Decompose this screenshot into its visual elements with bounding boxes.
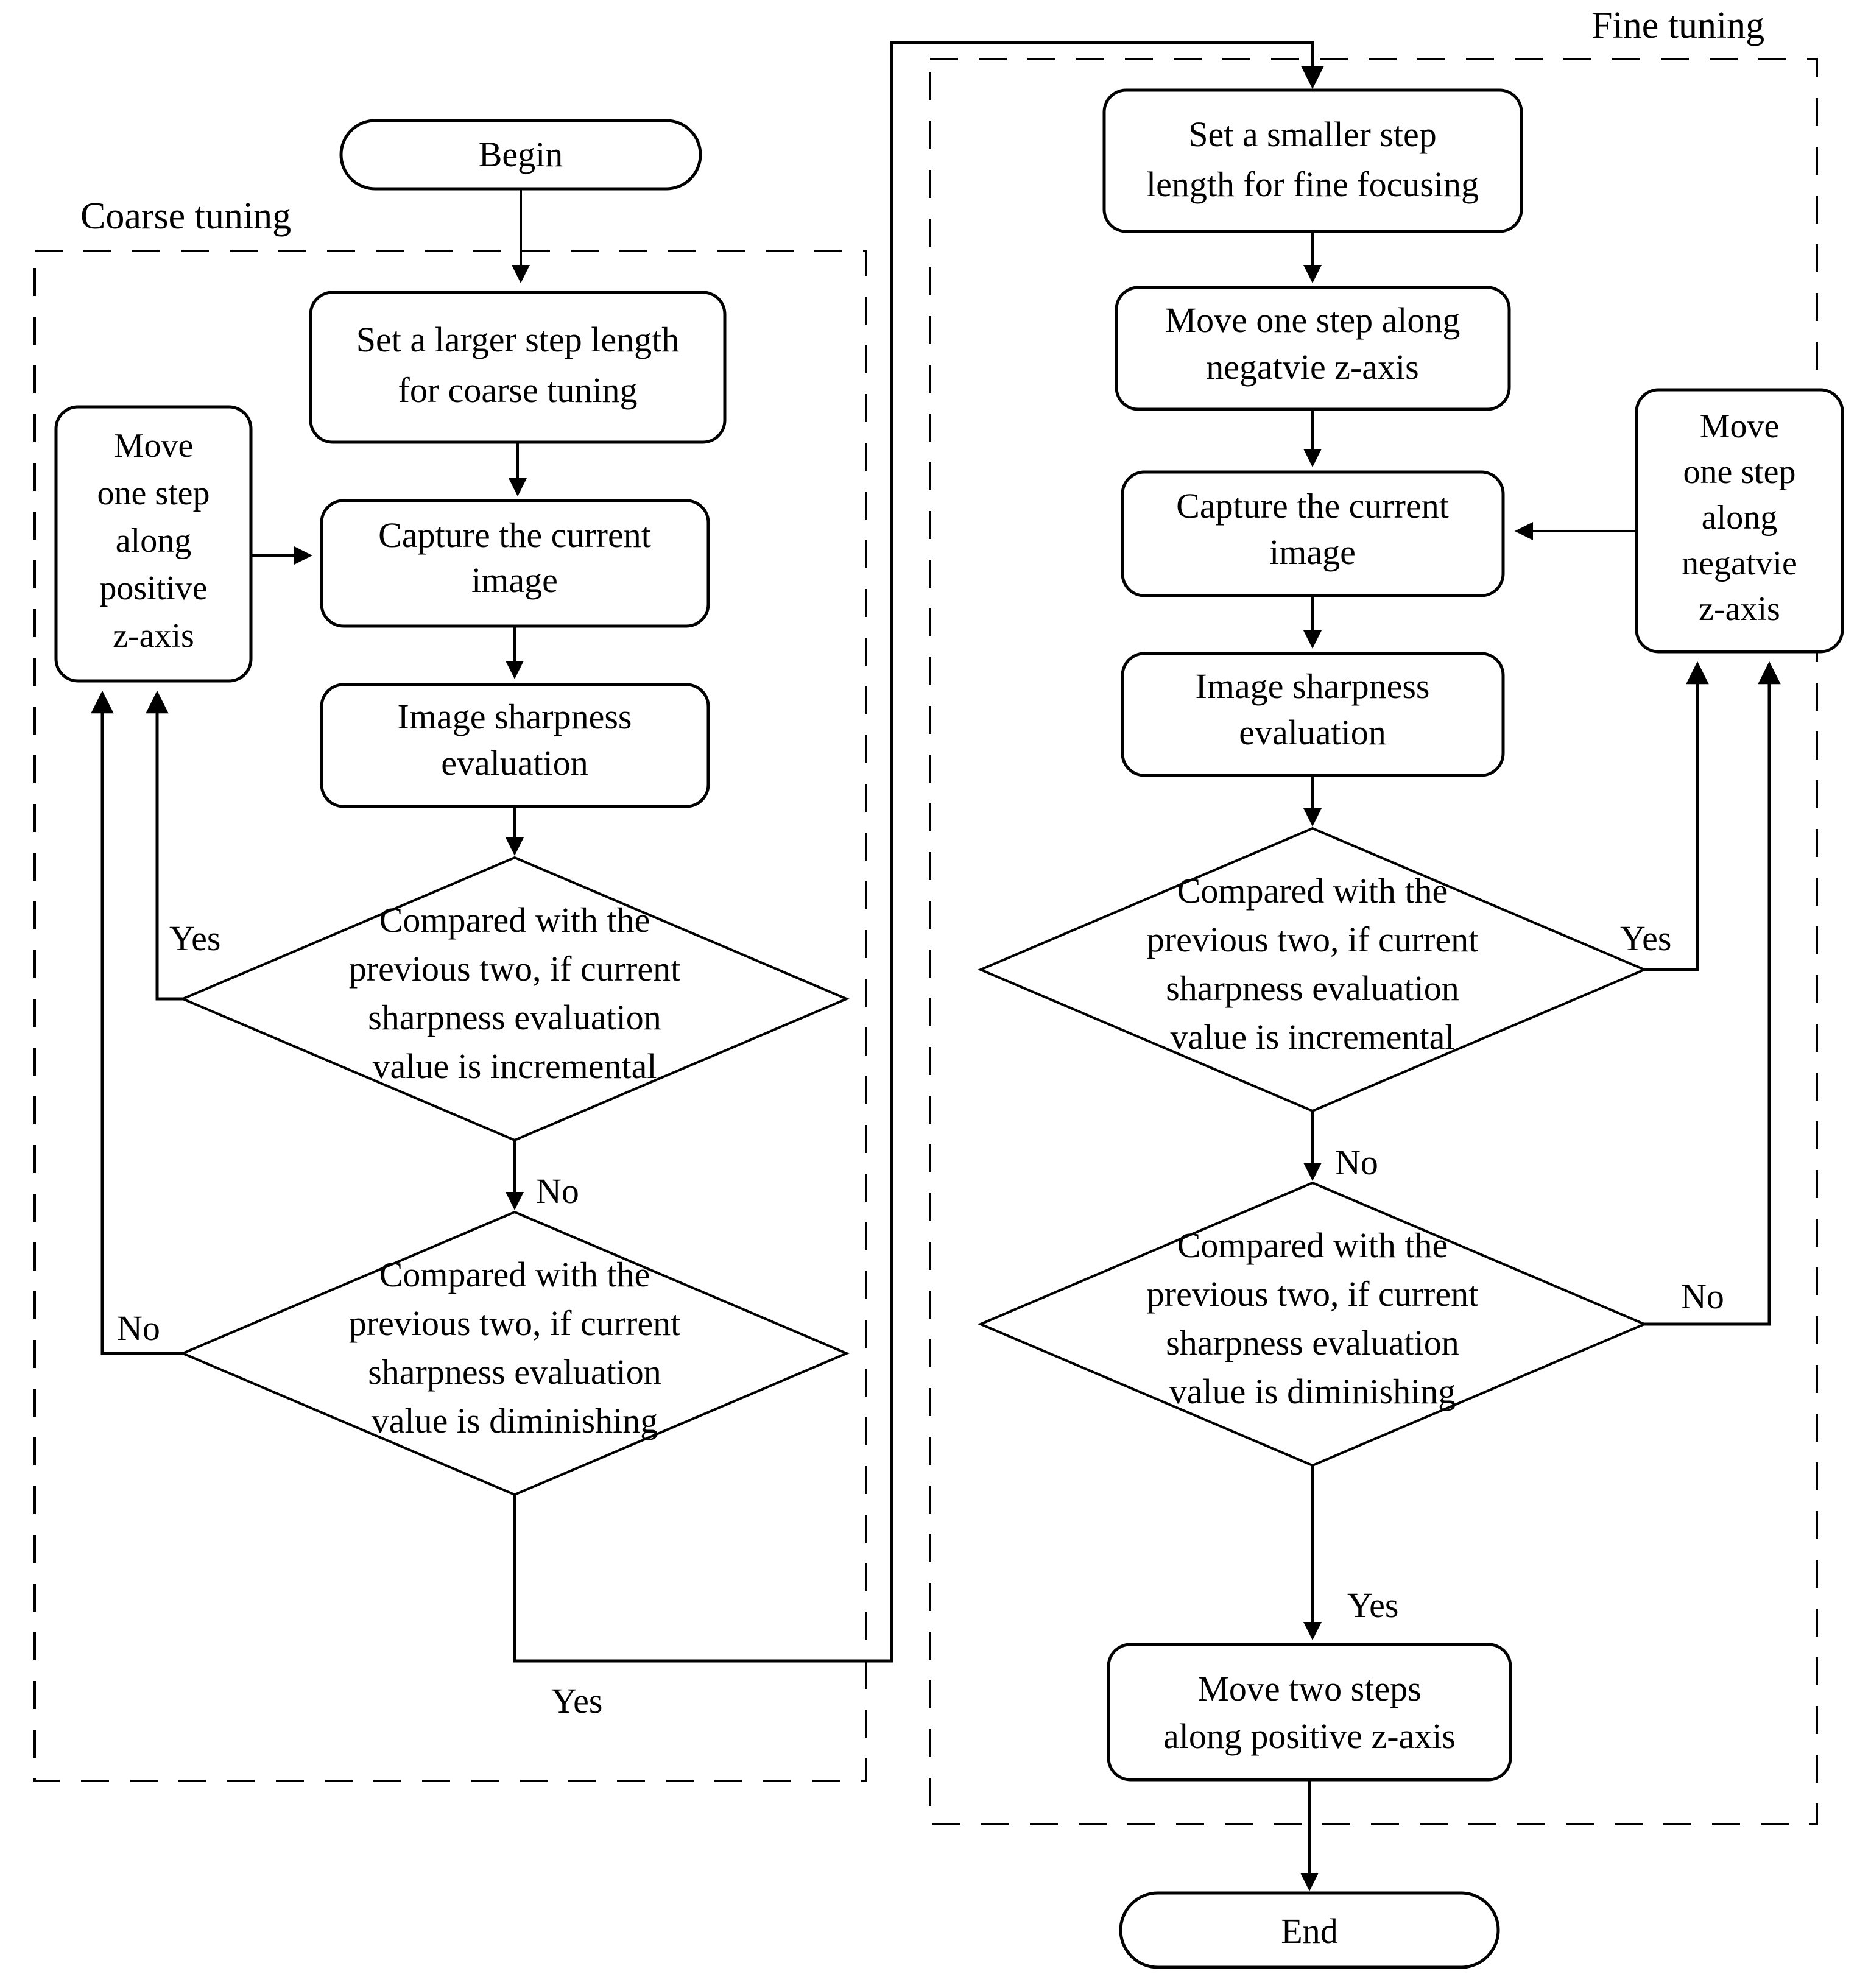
node-fine-step-line1: Set a smaller step — [1188, 115, 1437, 154]
node-fine-capture-line1: Capture the current — [1176, 486, 1449, 526]
node-coarse-decision-diminishing-line2: previous two, if current — [349, 1303, 680, 1343]
node-fine-sharpness-line1: Image sharpness — [1196, 666, 1430, 706]
edge-label-fine-dim-yes: Yes — [1347, 1585, 1398, 1625]
node-fine-decision-incremental-line4: value is incremental — [1170, 1017, 1454, 1057]
coarse-tuning-group-box — [33, 250, 867, 1782]
node-fine-move-negative-2-line3: along — [1702, 499, 1777, 537]
coarse-tuning-group-label: Coarse tuning — [80, 196, 291, 237]
node-coarse-decision-incremental-line2: previous two, if current — [349, 949, 680, 989]
node-coarse-capture-line2: image — [471, 560, 558, 600]
fine-tuning-group-box — [929, 58, 1818, 1825]
node-fine-decision-diminishing-line2: previous two, if current — [1147, 1274, 1478, 1314]
node-coarse-sharpness-line1: Image sharpness — [398, 697, 632, 736]
node-fine-move-negative-2 — [1635, 388, 1844, 654]
node-fine-capture-line2: image — [1269, 532, 1356, 572]
edge-fine-inc-yes — [1644, 661, 1709, 971]
node-fine-move-negative-2-line5: z-axis — [1699, 590, 1780, 628]
node-coarse-move-positive-line3: along — [116, 522, 191, 560]
node-coarse-move-positive-line2: one step — [97, 474, 210, 512]
node-coarse-step-line1: Set a larger step length — [356, 320, 679, 359]
node-coarse-sharpness-line2: evaluation — [441, 743, 588, 783]
node-fine-move-negative-2-line1: Move — [1700, 407, 1780, 445]
node-coarse-decision-incremental-line1: Compared with the — [379, 900, 650, 940]
node-fine-step — [1102, 88, 1523, 233]
node-coarse-step — [309, 291, 727, 444]
node-coarse-decision-incremental-line4: value is incremental — [372, 1046, 657, 1086]
node-fine-decision-incremental-line1: Compared with the — [1177, 871, 1448, 911]
node-fine-move-negative-1-line2: negatvie z-axis — [1206, 347, 1418, 387]
node-fine-move-two-steps — [1107, 1643, 1512, 1782]
node-fine-decision-incremental-line3: sharpness evaluation — [1166, 968, 1459, 1008]
node-fine-move-two-steps-line1: Move two steps — [1197, 1669, 1421, 1708]
edge-label-fine-inc-yes: Yes — [1620, 918, 1671, 958]
node-coarse-decision-incremental-line3: sharpness evaluation — [368, 998, 661, 1037]
node-fine-decision-diminishing-line1: Compared with the — [1177, 1225, 1448, 1265]
node-fine-move-two-steps-line2: along positive z-axis — [1163, 1716, 1456, 1756]
node-fine-move-negative-2-line2: one step — [1683, 453, 1795, 491]
node-coarse-move-positive-line4: positive — [99, 569, 207, 607]
node-end — [1119, 1891, 1500, 1969]
node-coarse-move-positive-line5: z-axis — [113, 617, 194, 655]
node-coarse-capture-line1: Capture the current — [378, 515, 651, 555]
edge-coarse-inc-yes — [146, 690, 183, 1001]
node-fine-sharpness-line2: evaluation — [1239, 713, 1386, 752]
node-coarse-decision-diminishing-line1: Compared with the — [379, 1255, 650, 1294]
edge-coarse-dim-yes — [513, 41, 1324, 1663]
edge-fine-dim-no — [1644, 661, 1781, 1326]
node-coarse-move-positive-line1: Move — [114, 427, 194, 465]
edge-label-fine-dim-no: No — [1681, 1277, 1724, 1316]
fine-tuning-group-label: Fine tuning — [1591, 5, 1764, 46]
node-coarse-step-line2: for coarse tuning — [398, 370, 638, 410]
node-begin-label: Begin — [479, 135, 563, 174]
node-coarse-decision-diminishing-line3: sharpness evaluation — [368, 1352, 661, 1392]
node-end-label: End — [1281, 1911, 1337, 1951]
node-fine-decision-diminishing-line4: value is diminishing — [1169, 1372, 1456, 1411]
node-fine-decision-incremental-line2: previous two, if current — [1147, 920, 1478, 959]
node-fine-move-negative-1-line1: Move one step along — [1165, 300, 1461, 340]
edge-label-fine-inc-no: No — [1335, 1143, 1378, 1182]
node-fine-decision-diminishing-line3: sharpness evaluation — [1166, 1323, 1459, 1362]
node-coarse-decision-diminishing-line4: value is diminishing — [372, 1401, 658, 1440]
edge-label-coarse-inc-no: No — [536, 1171, 579, 1211]
node-coarse-move-positive — [54, 405, 253, 683]
edge-label-coarse-dim-yes: Yes — [551, 1681, 602, 1721]
edge-label-coarse-inc-yes: Yes — [169, 918, 220, 958]
edge-label-coarse-dim-no: No — [117, 1308, 160, 1348]
edge-coarse-dim-no — [91, 690, 183, 1355]
node-fine-step-line2: length for fine focusing — [1146, 164, 1479, 204]
node-fine-move-negative-2-line4: negatvie — [1682, 545, 1797, 582]
